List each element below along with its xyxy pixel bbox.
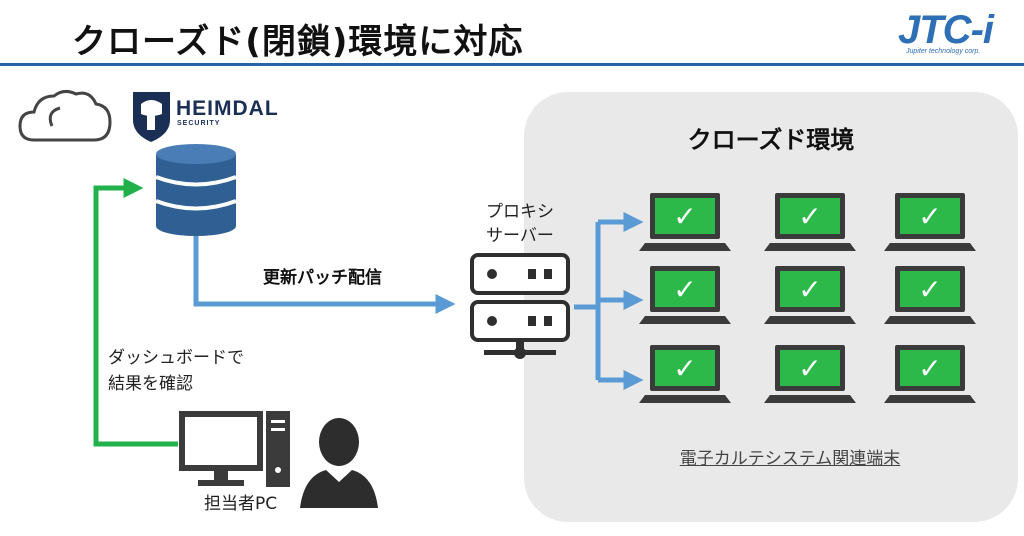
terminal-laptop-icon: ✓ [884,345,976,403]
distribution-arrows [574,212,644,390]
terminal-laptop-icon: ✓ [639,345,731,403]
proxy-label-line2: サーバー [486,226,554,246]
page-title: クローズド(閉鎖)環境に対応 [72,22,524,62]
admin-pc-label: 担当者PC [204,494,278,514]
terminal-laptop-icon: ✓ [764,345,856,403]
company-logo: JTC-i Jupiter technology corp. [880,8,994,60]
patch-delivery-label: 更新パッチ配信 [263,268,382,288]
admin-person-icon [300,418,378,508]
check-mark-icon: ✓ [798,352,821,385]
proxy-label-line1: プロキシ [486,202,554,222]
cloud-icon [18,89,112,142]
proxy-server-icon [470,253,570,359]
patch-delivery-arrow [193,236,456,314]
terminal-laptop-icon: ✓ [884,266,976,324]
title-underline [0,63,1024,66]
check-mark-icon: ✓ [798,273,821,306]
heimdal-shield-icon [133,92,170,142]
check-mark-icon: ✓ [673,352,696,385]
company-logo-subtext: Jupiter technology corp. [906,48,981,55]
check-mark-icon: ✓ [673,273,696,306]
check-mark-icon: ✓ [798,200,821,233]
terminal-laptop-icon: ✓ [884,193,976,251]
terminal-laptop-icon: ✓ [639,193,731,251]
dashboard-label-line2: 結果を確認 [108,374,193,394]
database-icon [155,144,237,236]
terminal-laptop-icon: ✓ [764,193,856,251]
terminal-laptop-icon: ✓ [764,266,856,324]
terminal-grid: ✓ ✓ ✓ ✓ ✓ ✓ ✓ ✓ ✓ [639,193,976,403]
dashboard-label-line1: ダッシュボードで [108,348,244,368]
dashboard-check-arrow [93,178,178,447]
closed-environment-caption: 電子カルテシステム関連端末 [679,449,901,469]
check-mark-icon: ✓ [918,352,941,385]
heimdal-logo-text: HEIMDAL [176,97,279,120]
check-mark-icon: ✓ [918,273,941,306]
admin-pc-icon [179,411,290,487]
company-logo-text: JTC-i [898,8,994,52]
heimdal-logo-subtext: SECURITY [177,120,221,127]
terminal-laptop-icon: ✓ [639,266,731,324]
closed-environment-title: クローズド環境 [687,126,855,154]
check-mark-icon: ✓ [673,200,696,233]
check-mark-icon: ✓ [918,200,941,233]
